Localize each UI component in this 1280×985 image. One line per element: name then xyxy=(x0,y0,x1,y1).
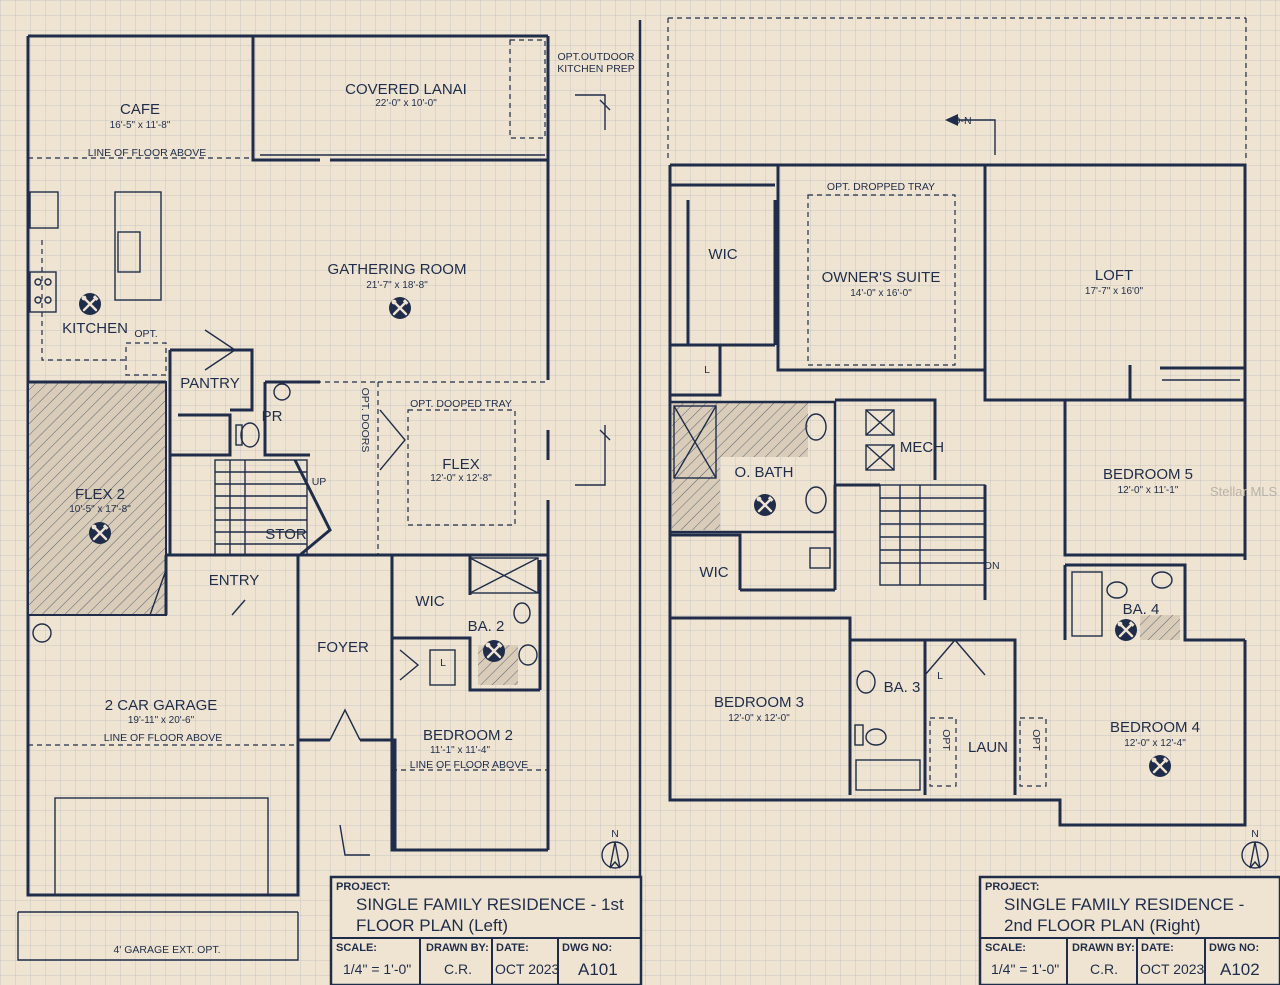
room-flex-2: FLEX 2 xyxy=(75,486,125,503)
scale-value-2: 1/4" = 1'-0" xyxy=(991,961,1059,977)
room-wic-1: WIC xyxy=(415,593,444,610)
first-floor-labels: CAFE 16'-5" x 11'-8" COVERED LANAI 22'-0… xyxy=(62,51,635,956)
room-pantry: PANTRY xyxy=(180,375,239,392)
tools-icon xyxy=(481,638,507,664)
note-l-1: L xyxy=(704,364,710,376)
north-label: N xyxy=(611,828,619,840)
plan-title-line-1: SINGLE FAMILY RESIDENCE - 1st xyxy=(356,895,624,914)
note-dn: DN xyxy=(984,560,999,572)
plan-title-line-2-2: 2nd FLOOR PLAN (Right) xyxy=(1004,916,1201,935)
room-gathering-dim: 21'-7" x 18'-8" xyxy=(366,280,428,291)
title-block-a102: PROJECT: SINGLE FAMILY RESIDENCE - 2nd F… xyxy=(978,875,1280,985)
room-ba-2: BA. 2 xyxy=(468,618,505,635)
drawn-value: C.R. xyxy=(444,961,472,977)
date-value: OCT 2023 xyxy=(495,961,560,977)
watermark: Stellar MLS xyxy=(1210,484,1278,499)
note-garage-ext: 4' GARAGE EXT. OPT. xyxy=(113,944,220,956)
note-up: UP xyxy=(312,476,327,488)
project-label-2: PROJECT: xyxy=(985,881,1039,893)
room-owners-suite: OWNER'S SUITE xyxy=(822,269,941,286)
dwg-label: DWG NO: xyxy=(562,942,612,954)
first-floor-plan xyxy=(17,34,629,961)
note-o-n: O-N xyxy=(952,115,971,127)
room-loft-dim: 17'-7" x 16'0" xyxy=(1085,286,1144,297)
note-opt-1: OPT xyxy=(940,729,952,751)
room-flex-2-dim: 10'-5" x 17'-8" xyxy=(69,504,131,515)
room-covered-lanai: COVERED LANAI xyxy=(345,81,467,98)
drawn-label-2: DRAWN BY: xyxy=(1072,942,1135,954)
room-wic-lower: WIC xyxy=(699,564,728,581)
note-l-2: L xyxy=(937,670,943,682)
second-floor-labels: WIC OWNER'S SUITE 14'-0" x 16'-0" LOFT 1… xyxy=(699,115,1258,840)
room-foyer: FOYER xyxy=(317,639,369,656)
room-garage: 2 CAR GARAGE xyxy=(105,697,218,714)
tools-icon xyxy=(77,291,103,317)
drawn-value-2: C.R. xyxy=(1090,961,1118,977)
note-tray: OPT. DOOPED TRAY xyxy=(410,398,512,410)
room-bedroom-5: BEDROOM 5 xyxy=(1103,466,1193,483)
room-bedroom-2-dim: 11'-1" x 11'-4" xyxy=(430,745,490,756)
room-bedroom-5-dim: 12'-0" x 11'-1" xyxy=(1118,485,1179,496)
note-opt: OPT. xyxy=(134,328,157,340)
room-flex: FLEX xyxy=(442,456,480,473)
plan-title-line-2: FLOOR PLAN (Left) xyxy=(356,916,508,935)
dwg-value: A101 xyxy=(578,960,618,979)
date-label: DATE: xyxy=(496,942,529,954)
room-flex-dim: 12'-0" x 12'-8" xyxy=(430,473,492,484)
room-bedroom-3-dim: 12'-0" x 12'-0" xyxy=(728,713,790,724)
note-opt-doors: OPT. DOORS xyxy=(359,388,371,453)
room-kitchen: KITCHEN xyxy=(62,320,128,337)
second-floor-plan xyxy=(667,17,1269,869)
room-o-bath: O. BATH xyxy=(735,464,794,481)
room-bedroom-4-dim: 12'-0" x 12'-4" xyxy=(1124,738,1186,749)
tools-icon xyxy=(752,492,778,518)
dwg-value-2: A102 xyxy=(1220,960,1260,979)
room-bedroom-2: BEDROOM 2 xyxy=(423,727,513,744)
note-floor-above-cafe: LINE OF FLOOR ABOVE xyxy=(88,147,206,159)
plan-title-line-1-2: SINGLE FAMILY RESIDENCE - xyxy=(1004,895,1244,914)
room-bedroom-4: BEDROOM 4 xyxy=(1110,719,1200,736)
note-outdoor-2: KITCHEN PREP xyxy=(557,63,635,75)
tools-icon xyxy=(1147,753,1173,779)
dwg-label-2: DWG NO: xyxy=(1209,942,1259,954)
room-wic-owner: WIC xyxy=(708,246,737,263)
room-loft: LOFT xyxy=(1095,267,1133,284)
room-ba-4: BA. 4 xyxy=(1123,601,1160,618)
tools-icon xyxy=(1113,617,1139,643)
note-opt-2: OPT xyxy=(1030,729,1042,751)
date-value-2: OCT 2023 xyxy=(1140,961,1205,977)
project-label: PROJECT: xyxy=(336,881,390,893)
room-gathering: GATHERING ROOM xyxy=(328,261,467,278)
room-bedroom-3: BEDROOM 3 xyxy=(714,694,804,711)
tools-icon xyxy=(387,295,413,321)
north-label-2: N xyxy=(1251,828,1259,840)
scale-value: 1/4" = 1'-0" xyxy=(343,961,411,977)
note-floor-above-bed2: LINE OF FLOOR ABOVE xyxy=(410,759,528,771)
room-cafe: CAFE xyxy=(120,101,160,118)
room-covered-lanai-dim: 22'-0" x 10'-0" xyxy=(375,98,437,109)
scale-label-2: SCALE: xyxy=(985,942,1026,954)
room-entry: ENTRY xyxy=(209,572,260,589)
room-pr: PR xyxy=(262,408,283,425)
note-dropped-tray: OPT. DROPPED TRAY xyxy=(827,181,935,193)
date-label-2: DATE: xyxy=(1141,942,1174,954)
room-mech: MECH xyxy=(900,439,944,456)
room-stor: STOR xyxy=(265,526,307,543)
room-owners-suite-dim: 14'-0" x 16'-0" xyxy=(850,288,912,299)
title-block-a101: PROJECT: SINGLE FAMILY RESIDENCE - 1st F… xyxy=(329,875,643,985)
scale-label: SCALE: xyxy=(336,942,377,954)
note-outdoor: OPT.OUTDOOR xyxy=(557,51,634,63)
tools-icon xyxy=(87,520,113,546)
room-laun: LAUN xyxy=(968,739,1008,756)
room-garage-dim: 19'-11" x 20'-6" xyxy=(128,715,195,726)
room-ba-3: BA. 3 xyxy=(884,679,921,696)
note-l: L xyxy=(440,657,446,669)
drawn-label: DRAWN BY: xyxy=(426,942,489,954)
note-floor-above-garage: LINE OF FLOOR ABOVE xyxy=(104,732,222,744)
room-cafe-dim: 16'-5" x 11'-8" xyxy=(110,120,171,131)
